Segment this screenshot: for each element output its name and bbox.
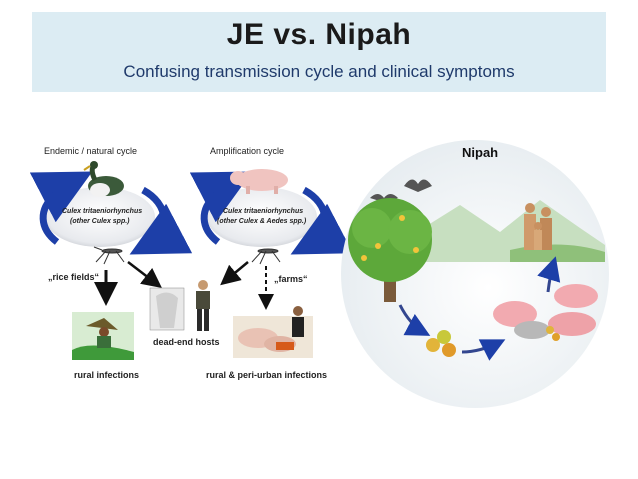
nipah-cycle [341, 140, 609, 408]
pig-farm-icon [233, 306, 313, 358]
dead-end-arrow-icon [220, 261, 249, 286]
cycle-arrow-icon [129, 186, 193, 255]
mosquito-icon [93, 246, 125, 265]
cycle-arrow-icon [29, 171, 93, 223]
amplification-vector-name: Culex tritaeniorhynchus [223, 208, 304, 215]
cycle-arrow-icon [200, 192, 221, 245]
rice-fields-label: „rice fields“ [48, 272, 100, 282]
cycle-arrow-icon [537, 256, 561, 293]
endemic-vector-name: Culex tritaeniorhynchus [62, 208, 143, 215]
slide-title: JE vs. Nipah [226, 18, 412, 51]
farms-label: „farms“ [274, 274, 308, 284]
mosquito-icon [251, 248, 281, 265]
endemic-cycle [29, 161, 193, 265]
fruit-tree-icon [348, 198, 432, 302]
title-banner: JE vs. Nipah Confusing transmission cycl… [32, 12, 606, 92]
rural-infections-label: rural infections [74, 370, 140, 380]
cycle-arrow-icon [39, 192, 60, 245]
endemic-vector-note: (other Culex spp.) [70, 218, 130, 225]
dead-end-arrow-icon [127, 261, 162, 289]
amplification-cycle [189, 169, 354, 265]
horse-and-man-icon [149, 280, 210, 331]
amplification-vector-bubble [207, 187, 317, 247]
fallen-fruit-icon [426, 330, 456, 357]
slide-subtitle: Confusing transmission cycle and clinica… [123, 62, 515, 81]
cycle-arrow-icon [461, 339, 506, 361]
amplification-cycle-label: Amplification cycle [210, 146, 285, 156]
pig-group-icon [493, 284, 598, 341]
endemic-cycle-label: Endemic / natural cycle [44, 146, 138, 156]
cycle-arrow-icon [290, 186, 354, 255]
pig-icon [230, 169, 288, 194]
dead-end-hosts-label: dead-end hosts [153, 337, 220, 347]
nipah-label: Nipah [462, 145, 499, 160]
rice-farmer-icon [72, 312, 134, 360]
wading-bird-icon [83, 161, 124, 197]
cycle-arrow-icon [398, 304, 431, 336]
amplification-vector-note: (other Culex & Aedes spp.) [217, 218, 307, 225]
periurban-infections-label: rural & peri-urban infections [206, 370, 328, 380]
human-family-icon [524, 203, 552, 250]
